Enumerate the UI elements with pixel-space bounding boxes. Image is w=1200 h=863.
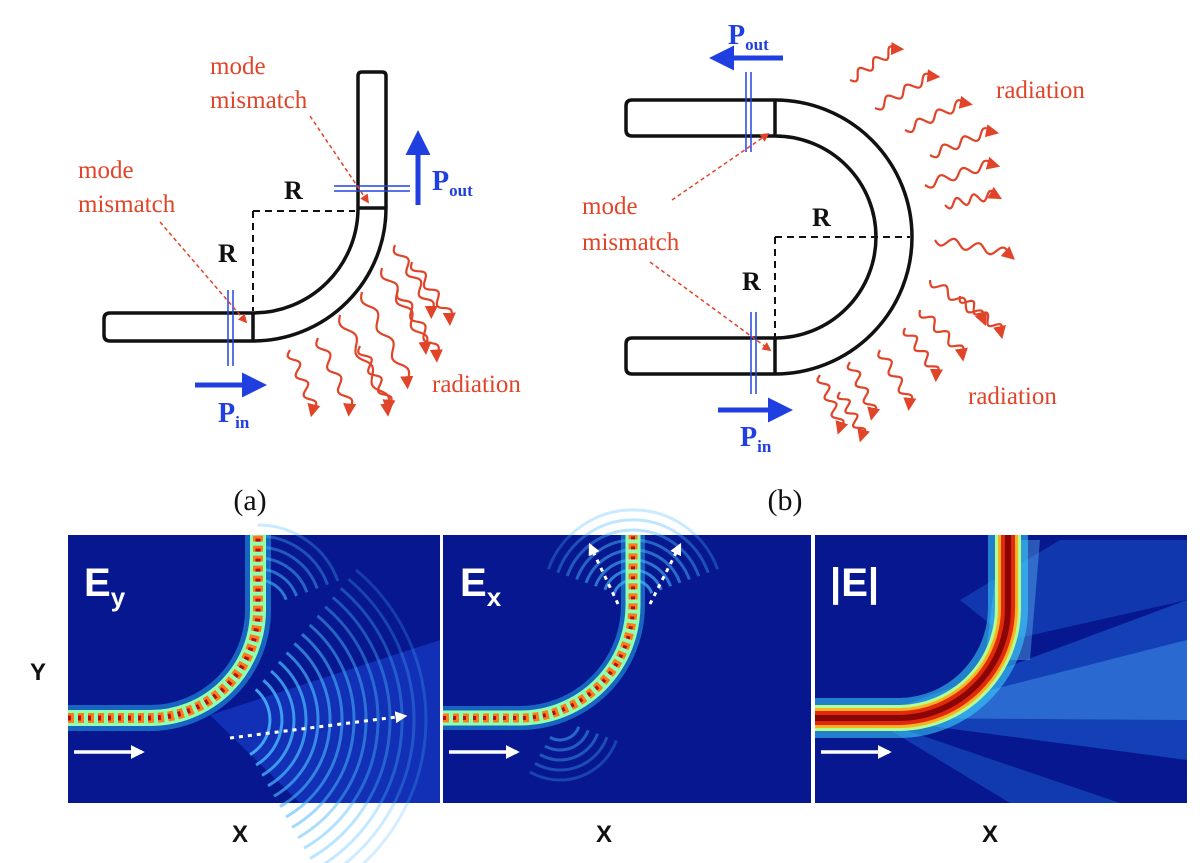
reference-plane-in-b <box>750 312 757 394</box>
radiation-ripples-ey <box>249 523 428 863</box>
panel-b-diagram: R R mode mismatch Pout Pin radiation rad… <box>582 20 1085 517</box>
reference-plane-in-a <box>227 290 234 366</box>
p-out-label-b: Pout <box>728 20 769 54</box>
radiation-label-a: radiation <box>432 371 521 398</box>
radiation-wave-b-5 <box>924 156 1001 189</box>
radiation-waves-b <box>816 41 1015 443</box>
ripple-ex-low-5 <box>529 739 618 782</box>
ripple-ex-6 <box>565 528 701 577</box>
sim-panel-abs-e: |E| <box>815 535 1187 803</box>
radiation-wave-a-8 <box>409 261 456 327</box>
mode-mismatch-left-label-a-1: mode <box>78 157 134 184</box>
radiation-waves-a <box>286 244 456 418</box>
ripple-ey-7 <box>285 633 344 819</box>
radiation-wave-a-5 <box>315 337 357 417</box>
ripple-ey-10 <box>303 605 380 850</box>
reference-plane-out-b <box>745 72 752 152</box>
p-in-label-a: Pin <box>218 398 250 432</box>
mode-mismatch-label-b-2: mismatch <box>582 229 680 256</box>
panel-a-diagram: R R mode mismatch mode mismatch Pout Pin… <box>78 53 521 517</box>
ripple-ey-top-5 <box>257 534 329 586</box>
ripple-ey-5 <box>273 651 320 798</box>
ripple-ey-1 <box>249 688 272 756</box>
p-in-label-b: Pin <box>740 422 772 456</box>
reference-plane-out-a <box>334 185 410 192</box>
radiation-wave-b-4 <box>929 124 1000 159</box>
radiation-wave-b-2 <box>874 69 941 111</box>
radiation-wave-b-15 <box>836 391 870 443</box>
ripple-ex-low-2 <box>544 729 590 752</box>
radiation-wave-b-13 <box>944 186 1003 210</box>
radius-label-h-b: R <box>812 203 831 232</box>
ripple-ey-8 <box>291 623 356 829</box>
ripple-ey-13 <box>343 577 416 863</box>
radiation-wave-b-12 <box>816 374 849 435</box>
radiation-wave-a-9 <box>357 345 396 413</box>
ripple-ex-low-4 <box>534 736 609 772</box>
sim-label-abs-e: |E| <box>830 561 879 605</box>
mode-mismatch-label-b-1: mode <box>582 193 638 220</box>
radiation-wave-b-11 <box>846 361 881 421</box>
radiation-wave-a-1 <box>392 244 438 320</box>
radiation-wave-a-4 <box>338 314 394 417</box>
ripple-ey-top-4 <box>257 545 319 590</box>
radiation-wave-b-10 <box>877 349 917 412</box>
mode-mismatch-top-label-a-2: mismatch <box>210 87 308 114</box>
radius-lines-a <box>252 210 355 311</box>
ripple-ex-low-1 <box>549 726 581 742</box>
waveguide-b <box>624 98 914 376</box>
y-axis-label: Y <box>30 659 46 686</box>
ripple-ey-4 <box>267 660 308 788</box>
ripple-ey-11 <box>309 596 392 860</box>
radiation-wave-b-14 <box>958 295 1006 340</box>
sim-label-ex: Ex <box>460 561 502 612</box>
mismatch-pointers-b <box>649 132 772 352</box>
x-axis-label-ex: X <box>596 821 612 848</box>
radiation-wave-a-3 <box>359 291 414 390</box>
mismatch-pointers-a <box>159 115 370 324</box>
radiation-label-b-bottom: radiation <box>968 383 1057 410</box>
ripple-ex-low-3 <box>539 733 600 762</box>
caption-b: (b) <box>768 484 803 517</box>
x-axis-label-ey: X <box>232 821 248 848</box>
caption-a: (a) <box>233 484 266 517</box>
ripple-ey-6 <box>279 642 332 808</box>
p-out-label-a: Pout <box>432 166 473 200</box>
sim-panel-ey: Ey <box>68 523 440 863</box>
radius-label-v-b: R <box>742 267 761 296</box>
radius-label-v-a: R <box>218 239 237 268</box>
ripple-ex-7 <box>556 518 710 574</box>
mode-mismatch-left-label-a-2: mismatch <box>78 191 176 218</box>
radiation-wave-b-8 <box>918 309 968 362</box>
radius-lines-b <box>774 236 910 338</box>
radiation-wave-b-3 <box>904 95 973 134</box>
radiation-wave-b-9 <box>902 327 944 383</box>
radiation-label-b-top: radiation <box>996 77 1085 104</box>
sim-label-ey: Ey <box>84 561 126 612</box>
ripple-ey-top-6 <box>257 523 340 582</box>
radiation-wave-a-6 <box>286 349 321 418</box>
radiation-wave-a-7 <box>395 289 443 363</box>
ripple-ey-14 <box>355 568 428 863</box>
radius-label-h-a: R <box>284 176 303 205</box>
x-axis-label-abs-e: X <box>982 821 998 848</box>
ripple-ex-8 <box>546 508 720 570</box>
mode-mismatch-top-label-a-1: mode <box>210 53 266 80</box>
ripple-ey-2 <box>255 679 284 767</box>
ripple-ey-3 <box>261 669 296 777</box>
radiation-wave-b-7 <box>928 279 988 327</box>
ripple-ey-9 <box>297 614 368 840</box>
ripple-ey-12 <box>322 587 404 863</box>
sim-panel-ex: Ex <box>443 508 811 803</box>
radiation-wave-b-6 <box>934 237 1015 260</box>
radiation-wave-b-1 <box>849 41 905 83</box>
